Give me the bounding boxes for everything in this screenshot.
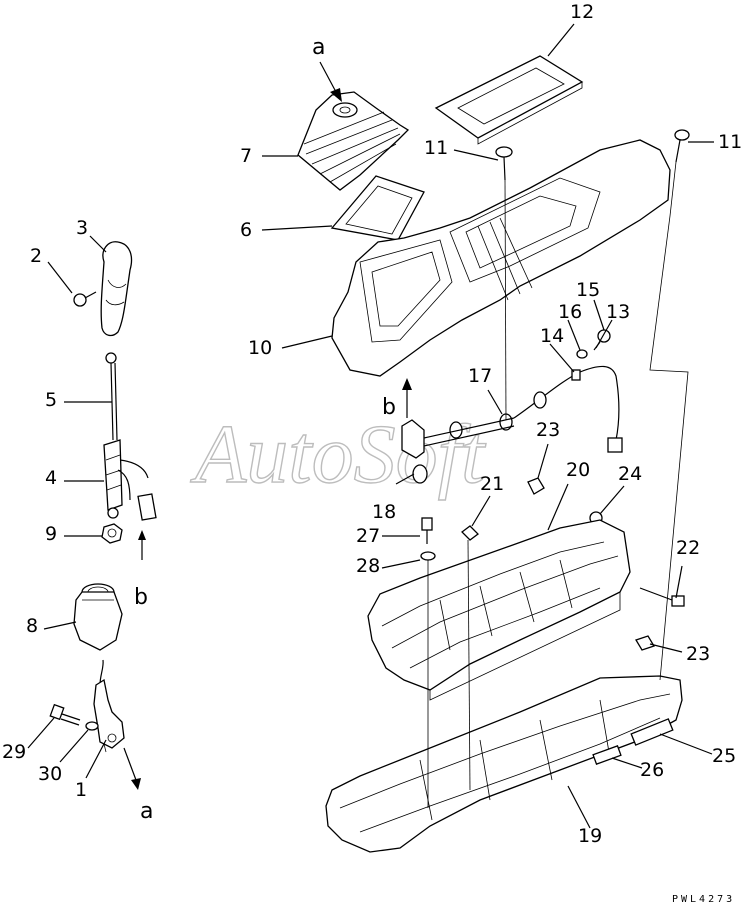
- part-number-25: 25: [712, 745, 736, 767]
- part-number-12: 12: [570, 1, 594, 23]
- part-number-10: 10: [248, 337, 272, 359]
- lower-lever-drawing: [93, 659, 125, 753]
- part-number-13: 13: [606, 301, 630, 323]
- part-number-17: 17: [468, 365, 492, 387]
- part-number-20: 20: [566, 459, 590, 481]
- view-letter-a-bottom: a: [140, 799, 153, 824]
- part-number-19: 19: [578, 825, 602, 847]
- part-number-14: 14: [540, 325, 564, 347]
- small-hardware-drawing: [420, 477, 685, 651]
- part-number-11-right: 11: [718, 131, 742, 153]
- nut-drawing: [101, 523, 123, 544]
- part-number-30: 30: [38, 763, 62, 785]
- part-number-6: 6: [240, 219, 252, 241]
- part-number-9: 9: [45, 523, 57, 545]
- lever-wire-drawing: [105, 352, 118, 441]
- set-screw-drawing: [73, 291, 97, 307]
- screw-11-center-drawing: [495, 146, 513, 181]
- part-number-28: 28: [356, 555, 380, 577]
- part-number-22: 22: [676, 537, 700, 559]
- part-number-11-center: 11: [424, 137, 448, 159]
- part-number-27: 27: [356, 525, 380, 547]
- switch-assembly-drawing: [103, 439, 157, 521]
- part-number-8: 8: [26, 615, 38, 637]
- console-cover-drawing: [331, 139, 671, 377]
- part-number-29: 29: [2, 741, 26, 763]
- drawing-code: PWL4273: [672, 894, 735, 905]
- part-number-21: 21: [480, 473, 504, 495]
- part-number-1: 1: [75, 779, 87, 801]
- part-number-24: 24: [618, 463, 642, 485]
- part-number-3: 3: [76, 217, 88, 239]
- view-letter-b-right: b: [382, 395, 396, 420]
- part-number-4: 4: [45, 467, 57, 489]
- washer-30-drawing: [85, 721, 99, 731]
- tray-insert-drawing: [434, 55, 584, 145]
- rubber-boot-drawing: [297, 91, 410, 191]
- boot-frame-drawing: [330, 175, 425, 241]
- console-frame-drawing: [367, 519, 631, 701]
- lever-knob-drawing: [100, 241, 133, 337]
- part-number-23-upper: 23: [536, 419, 560, 441]
- part-number-7: 7: [240, 145, 252, 167]
- part-number-18: 18: [372, 501, 396, 523]
- part-number-26: 26: [640, 759, 664, 781]
- part-number-2: 2: [30, 245, 42, 267]
- part-number-16: 16: [558, 301, 582, 323]
- part-number-15: 15: [576, 279, 600, 301]
- wire-harness-drawing: [401, 329, 623, 484]
- part-number-23-lower: 23: [686, 643, 710, 665]
- view-letter-b-left: b: [134, 585, 148, 610]
- lever-base-drawing: [73, 583, 123, 651]
- view-letter-a-top: a: [312, 35, 325, 60]
- watermark-text: AutoSoft: [190, 408, 487, 501]
- part-number-5: 5: [45, 389, 57, 411]
- screw-11-right-drawing: [674, 129, 690, 163]
- bolt-29-drawing: [49, 703, 81, 726]
- base-tray-drawing: [325, 675, 683, 853]
